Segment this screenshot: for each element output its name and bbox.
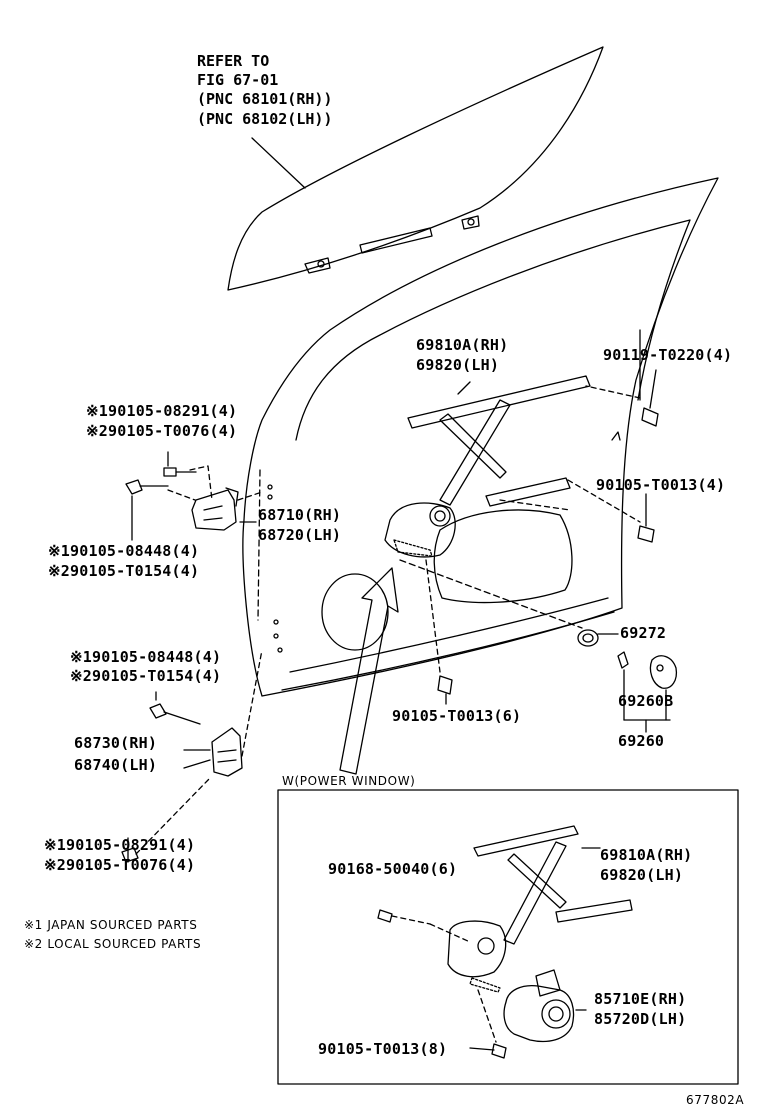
mark-1: ※1 [24,918,43,932]
mark-1: ※1 [70,648,92,666]
note-text: LOCAL SOURCED PARTS [47,937,202,951]
note-local-sourced: ※2 LOCAL SOURCED PARTS [24,937,201,952]
label-hinge-lower-rh: 68730(RH) [74,734,158,752]
label-text: 90105-08448(4) [92,648,222,666]
label-upper-hinge-bolt-1: ※190105-08291(4) [86,402,237,421]
label-regulator-rh: 69810A(RH) [416,336,509,354]
bolt-90119 [641,407,659,427]
bolt-t0013-4 [637,525,655,543]
label-text: 90105-T0154(4) [92,667,222,685]
label-lower-hinge-bolt-2: ※290105-T0154(4) [70,667,221,686]
power-window-arrow [339,567,399,775]
label-power-window: W(POWER WINDOW) [282,774,416,788]
label-text: 90105-08291(4) [108,402,238,420]
bolt-t0013-6 [437,675,453,695]
refer-note-line-4: (PNC 68102(LH)) [197,110,333,128]
glass-leader [251,137,306,189]
mark-2: ※2 [70,667,92,685]
label-bolt-90168: 90168-50040(6) [328,860,458,878]
note-text: JAPAN SOURCED PARTS [47,918,198,932]
mark-2: ※2 [44,856,66,874]
label-hinge-upper-rh: 68710(RH) [258,506,342,524]
window-regulator-manual [384,375,591,558]
label-lower-hinge-bolt-3: ※190105-08291(4) [44,836,195,855]
label-hinge-lower-lh: 68740(LH) [74,756,158,774]
label-upper-hinge-bolt-2: ※290105-T0076(4) [86,422,237,441]
label-bolt-90119: 90119-T0220(4) [603,346,733,364]
label-pw-regulator-lh: 69820(LH) [600,866,684,884]
mark-1: ※1 [44,836,66,854]
refer-note-line-1: REFER TO [197,52,270,70]
label-lower-hinge-bolt-1: ※190105-08448(4) [70,648,221,667]
refer-note-line-3: (PNC 68101(RH)) [197,90,333,108]
door-glass [227,46,604,291]
label-hinge-upper-lh: 68720(LH) [258,526,342,544]
label-text: 90105-T0154(4) [70,562,200,580]
power-window-box [277,789,739,1085]
label-69272: 69272 [620,624,667,642]
bolt-90168 [377,909,393,923]
label-pw-regulator-rh: 69810A(RH) [600,846,693,864]
label-upper-hinge-bolt-4: ※290105-T0154(4) [48,562,199,581]
label-text: 90105-08448(4) [70,542,200,560]
label-text: 90105-T0076(4) [108,422,238,440]
label-upper-hinge-bolt-3: ※190105-08448(4) [48,542,199,561]
lower-hinge [121,649,263,863]
label-text: 90105-08291(4) [66,836,196,854]
mark-2: ※2 [24,937,43,951]
label-bolt-t0013-6: 90105-T0013(6) [392,707,522,725]
bolt-t0013-8 [491,1043,507,1059]
label-motor-rh: 85710E(RH) [594,990,687,1008]
label-motor-lh: 85720D(LH) [594,1010,687,1028]
label-69260: 69260 [618,732,665,750]
mark-1: ※1 [86,402,108,420]
door-panel [242,177,719,697]
regulator-motor [503,969,575,1043]
window-regulator-power [447,825,633,993]
mark-2: ※2 [86,422,108,440]
label-text: 90105-T0076(4) [66,856,196,874]
label-69260b: 69260B [618,692,674,710]
label-bolt-t0013-8: 90105-T0013(8) [318,1040,448,1058]
label-bolt-t0013-4: 90105-T0013(4) [596,476,726,494]
refer-note-line-2: FIG 67-01 [197,71,279,89]
mark-1: ※1 [48,542,70,560]
note-japan-sourced: ※1 JAPAN SOURCED PARTS [24,918,197,933]
upper-hinge [125,465,263,531]
drawing-number: 677802A [686,1093,745,1107]
handle-parts [577,629,678,689]
label-regulator-lh: 69820(LH) [416,356,500,374]
mark-2: ※2 [48,562,70,580]
label-lower-hinge-bolt-4: ※290105-T0076(4) [44,856,195,875]
